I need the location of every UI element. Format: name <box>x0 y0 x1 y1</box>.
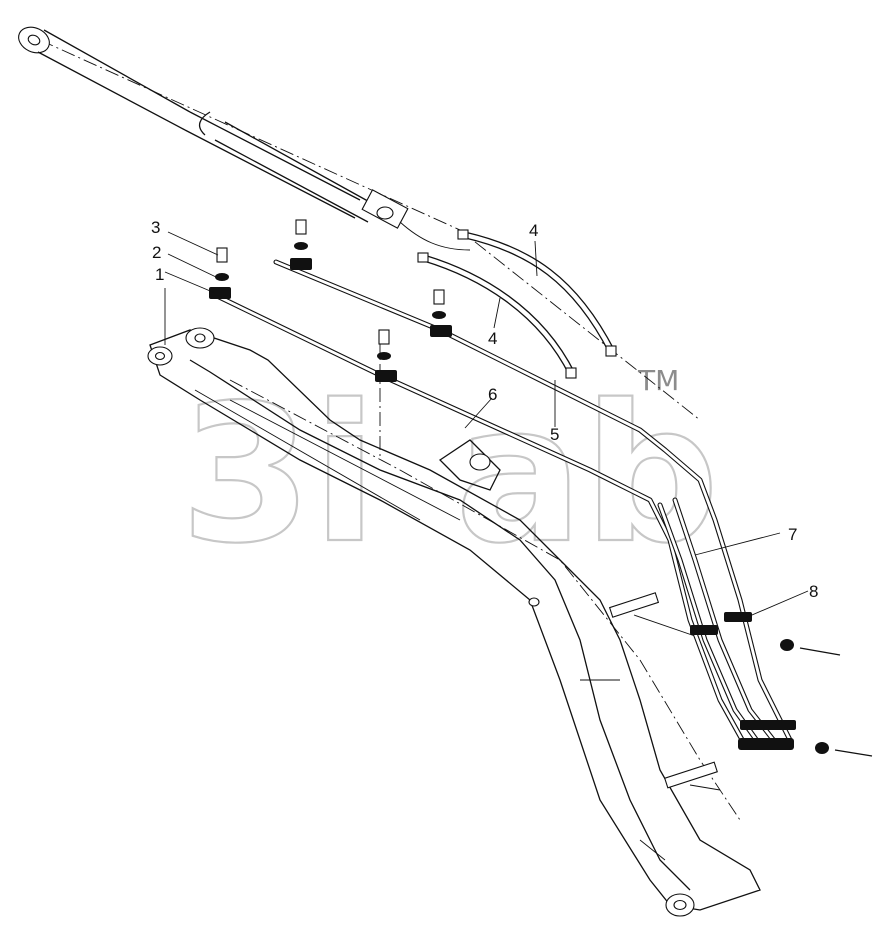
watermark-trademark: TM <box>637 364 679 397</box>
hose-assembly-4 <box>417 229 617 379</box>
callout-7: 7 <box>788 525 797 544</box>
callout-labels: 1 2 3 4 4 5 6 7 8 <box>151 218 818 601</box>
callout-4b: 4 <box>488 329 497 348</box>
watermark-text: 3i <box>180 364 377 585</box>
boom-body <box>147 327 761 917</box>
callout-2: 2 <box>152 243 161 262</box>
callout-6: 6 <box>488 385 497 404</box>
callout-4a: 4 <box>529 221 538 240</box>
leader-lines <box>164 231 809 619</box>
clamps-and-bolts <box>209 219 873 757</box>
callout-1: 1 <box>155 265 164 284</box>
callout-5: 5 <box>550 425 559 444</box>
callout-8: 8 <box>809 582 818 601</box>
callout-3: 3 <box>151 218 160 237</box>
boom-cylinder <box>18 26 701 421</box>
watermark: 3i ab TM <box>179 363 720 586</box>
